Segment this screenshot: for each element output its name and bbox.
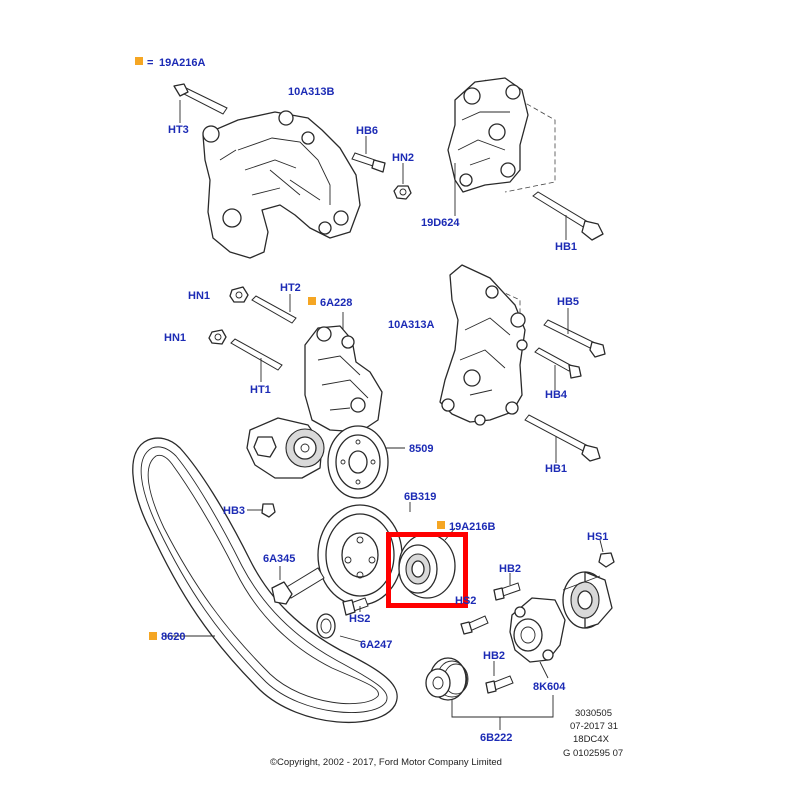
bracket-8k604[interactable] [509,597,566,679]
label-6a345[interactable]: 6A345 [263,553,295,565]
legend-marker-19a216a [135,57,143,65]
label-hs1[interactable]: HS1 [587,531,608,543]
copyright-notice: ©Copyright, 2002 - 2017, Ford Motor Comp… [270,757,502,768]
bolt-6a345[interactable] [271,566,325,605]
label-10a313b[interactable]: 10A313B [288,86,335,98]
bolt-hb2-upper[interactable] [493,573,521,601]
bracket-10a313b[interactable] [202,110,361,259]
bolt-hb6[interactable] [351,136,386,173]
stud-ht2[interactable] [251,294,297,324]
label-6b222[interactable]: 6B222 [480,732,512,744]
label-hb2-lower[interactable]: HB2 [483,650,505,662]
bolt-hb4[interactable] [534,347,582,390]
label-hb1-mid[interactable]: HB1 [545,463,567,475]
label-10a313a[interactable]: 10A313A [388,319,435,331]
label-19d624[interactable]: 19D624 [421,217,460,229]
bolt-hs2-left[interactable] [342,597,369,616]
pulley-6b319[interactable] [317,502,411,606]
label-hb5[interactable]: HB5 [557,296,579,308]
legend-eq: = [147,57,153,69]
label-hn1-lower[interactable]: HN1 [164,332,186,344]
label-hb6[interactable]: HB6 [356,125,378,137]
label-ht2[interactable]: HT2 [280,282,301,294]
marker-8620 [149,632,157,640]
idler-pulley-19a216b[interactable] [398,527,456,599]
stud-ht1[interactable] [230,338,283,382]
info-block: 3030505 07-2017 31 18DC4X G 0102595 07 [563,708,623,759]
label-6b319[interactable]: 6B319 [404,491,436,503]
pulley-8509[interactable] [327,425,405,499]
label-19a216b[interactable]: 19A216B [449,521,496,533]
bracket-10a313a[interactable] [439,264,528,426]
nut-hn1-lower[interactable] [208,329,227,345]
info-line-3: 18DC4X [573,734,610,745]
label-hs2-left[interactable]: HS2 [349,613,370,625]
nut-hn2[interactable] [393,163,412,200]
bolt-hb2-lower[interactable] [485,661,514,694]
bracket-19d624[interactable] [447,77,556,216]
marker-6a228 [308,297,316,305]
stud-ht3[interactable] [173,83,228,123]
pulley-hub[interactable] [562,571,613,629]
info-line-4: G 0102595 07 [563,748,623,759]
label-8k604[interactable]: 8K604 [533,681,566,693]
bolt-hs2-right[interactable] [460,615,489,635]
highlight-box [386,532,468,608]
label-6a228[interactable]: 6A228 [320,297,352,309]
label-hb1-top[interactable]: HB1 [555,241,577,253]
info-line-1: 3030505 [575,708,612,719]
nut-hn1-upper[interactable] [229,286,249,303]
info-line-2: 07-2017 31 [570,721,618,732]
bolt-hb3[interactable] [247,503,276,518]
label-hs2-right[interactable]: HS2 [455,595,476,607]
label-hb4[interactable]: HB4 [545,389,568,401]
legend-part-number: 19A216A [159,57,206,69]
tensioner-6a228[interactable] [246,312,383,479]
belt-8620[interactable] [132,437,398,723]
bolt-hb5[interactable] [543,308,606,358]
label-ht1[interactable]: HT1 [250,384,271,396]
pulley-6b222[interactable] [425,657,554,730]
label-hb2-upper[interactable]: HB2 [499,563,521,575]
washer-6a247[interactable] [316,613,363,643]
bolt-hb1-mid[interactable] [524,414,601,463]
marker-19a216b [437,521,445,529]
label-hb3[interactable]: HB3 [223,505,245,517]
label-8620[interactable]: 8620 [161,631,185,643]
label-ht3[interactable]: HT3 [168,124,189,136]
label-8509[interactable]: 8509 [409,443,433,455]
label-hn2[interactable]: HN2 [392,152,414,164]
label-hn1-upper[interactable]: HN1 [188,290,210,302]
bolt-hs1[interactable] [598,539,615,568]
label-6a247[interactable]: 6A247 [360,639,392,651]
bolt-hb1-top[interactable] [532,191,604,241]
